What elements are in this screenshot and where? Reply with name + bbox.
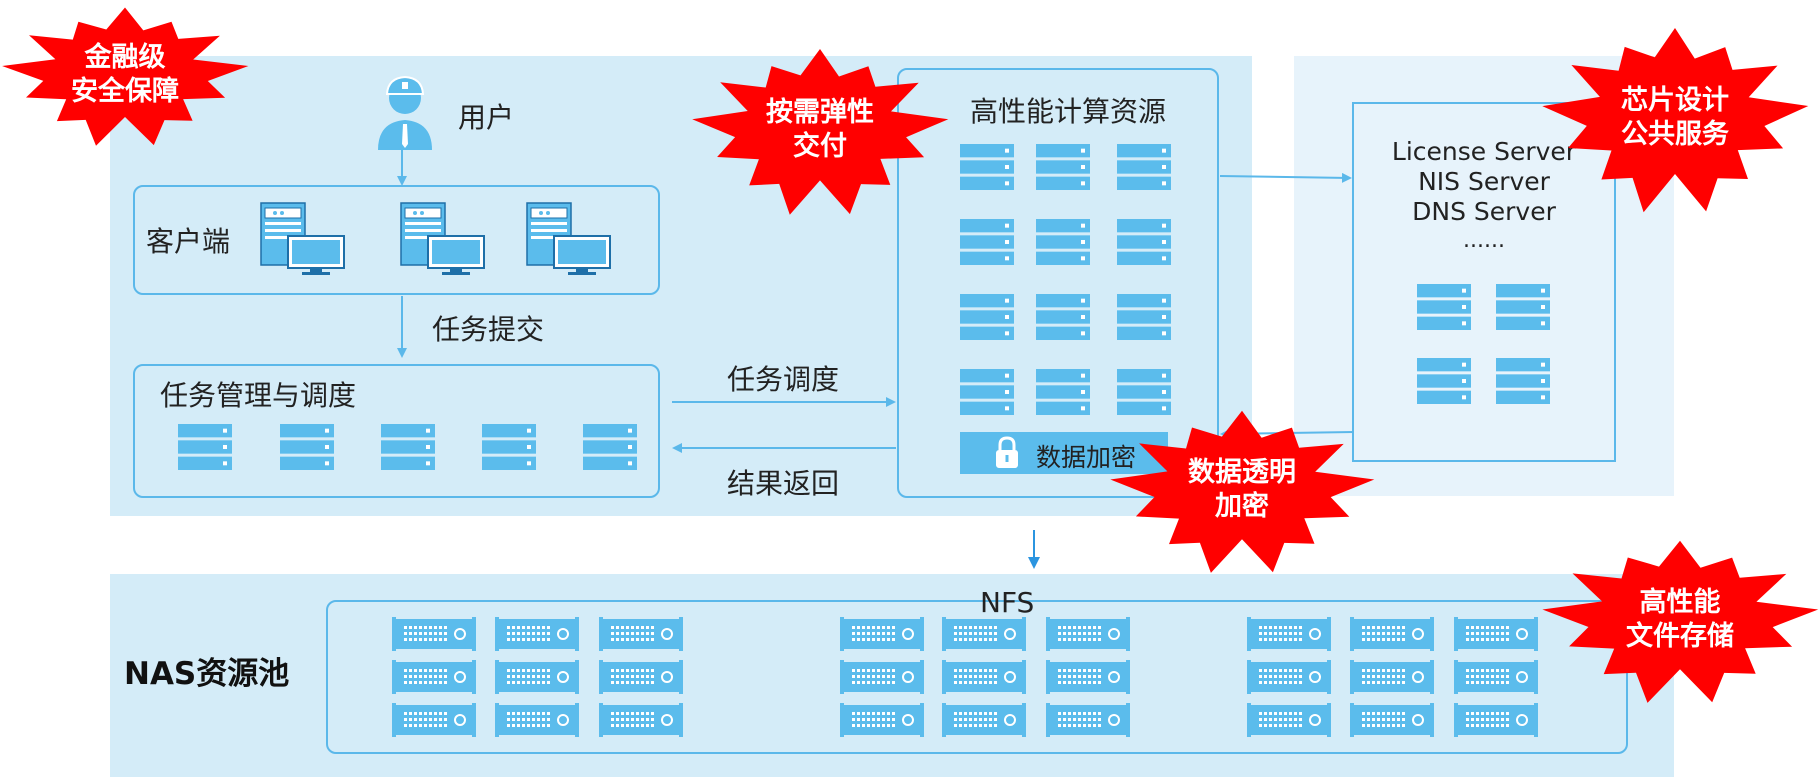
- burst-line: 芯片设计: [1621, 85, 1729, 116]
- storage-icon: [1046, 703, 1130, 737]
- server-icon: [1417, 358, 1471, 404]
- hpc-to-services-arrow: [1219, 172, 1352, 183]
- user-icon: [378, 75, 432, 150]
- storage-icon: [840, 660, 924, 694]
- burst-badge: 高性能文件存储: [1540, 532, 1820, 708]
- server-icon: [583, 424, 637, 470]
- encrypt-label: 数据加密: [1036, 443, 1137, 472]
- storage-icon: [1454, 617, 1538, 651]
- storage-icon: [942, 617, 1026, 651]
- client-label: 客户端: [146, 225, 231, 258]
- storage-icon: [942, 660, 1026, 694]
- burst-badge: 芯片设计公共服务: [1540, 18, 1810, 218]
- task-mgmt-box: [133, 364, 660, 498]
- storage-icon: [1350, 703, 1434, 737]
- user-label: 用户: [458, 101, 515, 134]
- service-item: License Server: [1391, 137, 1577, 166]
- server-icon: [960, 369, 1014, 415]
- storage-icon: [1247, 617, 1331, 651]
- storage-icon: [392, 703, 476, 737]
- server-icon: [1417, 284, 1471, 330]
- result-return-label: 结果返回: [727, 467, 840, 500]
- burst-shape: [2, 7, 249, 146]
- storage-icon: [495, 703, 579, 737]
- storage-icon: [1454, 660, 1538, 694]
- burst-shape: [1542, 540, 1819, 703]
- burst-line: 数据透明: [1188, 457, 1296, 488]
- server-icon: [1117, 369, 1171, 415]
- nfs-box: [326, 600, 1628, 754]
- computer-icon: [400, 202, 485, 275]
- burst-line: 交付: [793, 131, 847, 162]
- server-icon: [1036, 369, 1090, 415]
- storage-icon: [840, 617, 924, 651]
- burst-shape: [1542, 28, 1809, 213]
- server-icon: [1036, 294, 1090, 340]
- storage-icon: [599, 660, 683, 694]
- hpc-label: 高性能计算资源: [970, 95, 1167, 128]
- computer-icon: [260, 202, 345, 275]
- server-icon: [280, 424, 334, 470]
- burst-text: 金融级安全保障: [0, 0, 250, 150]
- service-item: NIS Server: [1418, 167, 1550, 196]
- burst-line: 金融级: [84, 42, 166, 73]
- computer-icon: [526, 202, 611, 275]
- burst-badge: 数据透明加密: [1108, 402, 1376, 578]
- server-icon: [1036, 144, 1090, 190]
- storage-icon: [392, 617, 476, 651]
- storage-icon: [1046, 617, 1130, 651]
- server-icon: [960, 144, 1014, 190]
- server-icon: [1117, 294, 1171, 340]
- storage-icon: [1247, 660, 1331, 694]
- server-icon: [482, 424, 536, 470]
- storage-icon: [599, 617, 683, 651]
- services-box: [1352, 102, 1616, 462]
- storage-icon: [1350, 660, 1434, 694]
- task-submit-label: 任务提交: [432, 313, 545, 346]
- task-mgmt-label: 任务管理与调度: [160, 379, 357, 412]
- burst-badge: 金融级安全保障: [0, 0, 250, 150]
- storage-icon: [599, 703, 683, 737]
- client-box: [133, 185, 660, 295]
- burst-line: 加密: [1215, 491, 1269, 522]
- burst-text: 芯片设计公共服务: [1540, 18, 1810, 218]
- server-icon: [1496, 358, 1550, 404]
- nfs-label: NFS: [980, 586, 1035, 619]
- server-icon: [1117, 219, 1171, 265]
- service-item: ......: [1463, 228, 1505, 253]
- burst-line: 公共服务: [1621, 119, 1729, 150]
- burst-line: 文件存储: [1626, 621, 1734, 652]
- hpc-box: [897, 68, 1219, 498]
- storage-icon: [840, 703, 924, 737]
- server-icon: [1496, 284, 1550, 330]
- burst-line: 安全保障: [71, 76, 179, 107]
- server-icon: [960, 219, 1014, 265]
- task-dispatch-label: 任务调度: [727, 363, 840, 396]
- server-icon: [960, 294, 1014, 340]
- storage-icon: [1247, 703, 1331, 737]
- burst-line: 高性能: [1639, 587, 1721, 618]
- lock-icon: [996, 436, 1018, 468]
- burst-shape: [692, 49, 949, 215]
- encrypt-bar: [960, 432, 1168, 474]
- storage-icon: [495, 617, 579, 651]
- burst-line: 按需弹性: [766, 97, 874, 128]
- burst-text: 高性能文件存储: [1540, 532, 1820, 708]
- server-icon: [178, 424, 232, 470]
- storage-icon: [495, 660, 579, 694]
- server-icon: [381, 424, 435, 470]
- server-icon: [1036, 219, 1090, 265]
- storage-icon: [1454, 703, 1538, 737]
- server-icon: [1117, 144, 1171, 190]
- storage-icon: [942, 703, 1026, 737]
- nas-label: NAS资源池: [124, 656, 290, 692]
- storage-icon: [392, 660, 476, 694]
- burst-badge: 按需弹性交付: [690, 40, 950, 220]
- burst-shape: [1110, 410, 1375, 573]
- burst-text: 数据透明加密: [1108, 402, 1376, 578]
- burst-text: 按需弹性交付: [690, 40, 950, 220]
- storage-icon: [1046, 660, 1130, 694]
- service-item: DNS Server: [1412, 197, 1556, 226]
- storage-icon: [1350, 617, 1434, 651]
